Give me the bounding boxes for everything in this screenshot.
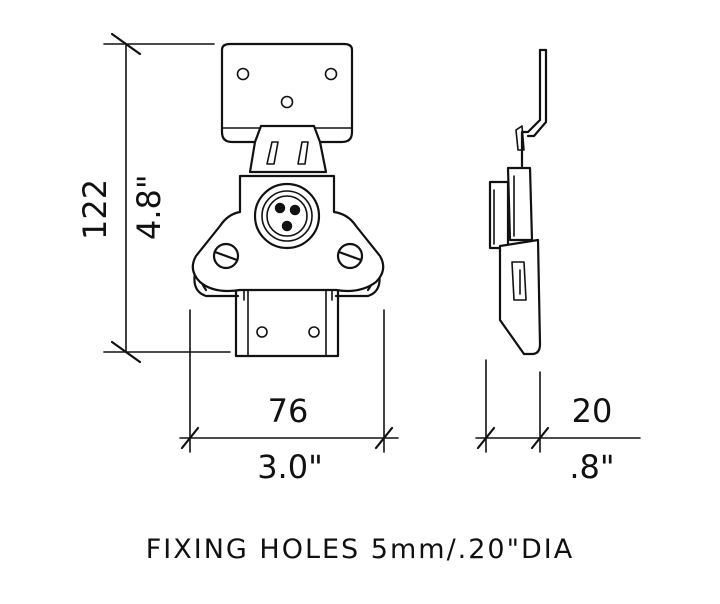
height-in-label: 4.8" [130,174,168,240]
dimension-lines [103,32,641,453]
depth-in-label: .8" [569,448,614,486]
latch-front-view [191,42,385,358]
width-in-label: 3.0" [257,448,323,486]
width-mm-label: 76 [268,392,309,430]
depth-mm-label: 20 [572,392,613,430]
height-mm-label: 122 [76,179,114,240]
latch-side-view [488,48,548,356]
fixing-holes-caption: FIXING HOLES 5mm/.20"DIA [146,534,575,565]
